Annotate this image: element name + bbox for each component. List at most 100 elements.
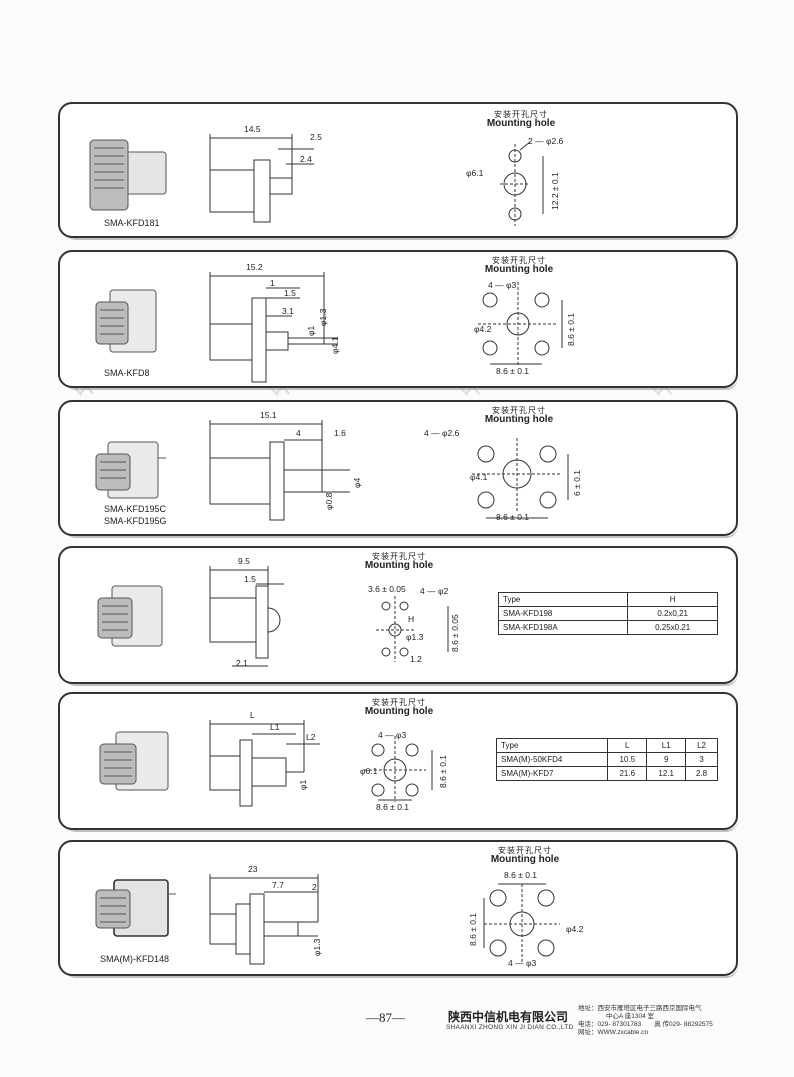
contact-info: 地址：西安市雁塔区电子三路西京国际电气 中心A 座1304 室 电话：029- … [578, 1005, 713, 1037]
company-name: 陕西中信机电有限公司 [448, 1010, 569, 1024]
hole-label: 4 — φ3 [488, 280, 517, 290]
hole-label: φ4.1 [470, 472, 488, 482]
mounting-hole-title: 安装开孔尺寸 Mounting hole [484, 406, 554, 425]
hole-label: 8.6 ± 0.1 [496, 366, 530, 376]
table-cell: 10.5 [607, 752, 648, 767]
spec-table: Type H SMA-KFD198 0.2x0,21 SMA-KFD198A 0… [497, 592, 718, 635]
connector-drawing [95, 272, 563, 383]
table-cell: 0.25x0.21 [627, 620, 718, 635]
model-label: SMA-KFD8 [104, 368, 150, 378]
hole-label: φ6.1 [466, 168, 484, 178]
dimension-label: φ1 [306, 325, 316, 336]
page-number: —87— [366, 1010, 405, 1025]
dimension-label: 4 [296, 428, 301, 438]
hole-label: 1.2 [410, 654, 422, 664]
hole-label: H [408, 614, 415, 624]
hole-label: 8.6 ± 0.1 [504, 870, 538, 880]
address-line: 地址：西安市雁塔区电子三路西京国际电气 [578, 1005, 702, 1012]
model-label: SMA-KFD195C [104, 504, 167, 514]
table-cell: 21.6 [607, 766, 648, 781]
dimension-label: 2.5 [310, 132, 322, 142]
dimension-label: 14.5 [244, 124, 261, 134]
dimension-label: L [250, 710, 255, 720]
dimension-label: 7.7 [272, 880, 284, 890]
hole-label: φ4.2 [566, 924, 584, 934]
dimension-label: φ0.8 [324, 492, 334, 510]
hole-label: 8.6 ± 0.1 [438, 754, 448, 788]
product-panel-kfd198: 9.5 1.5 2.1 安装开孔尺寸 Mounting hole 3.6 ± 0… [58, 546, 738, 684]
dimension-label: 2.1 [236, 658, 248, 668]
dimension-label: φ1.3 [312, 938, 322, 956]
hole-label: φ1.3 [406, 632, 424, 642]
dimension-label: 15.1 [260, 410, 277, 420]
model-label: SMA(M)-KFD148 [100, 954, 170, 964]
dimension-label: φ1.3 [318, 308, 328, 326]
table-cell: SMA-KFD198 [497, 606, 629, 621]
connector-drawing [89, 134, 544, 226]
table-header-row: Type H [497, 592, 718, 607]
mounting-hole-title: 安装开孔尺寸 Mounting hole [484, 256, 554, 275]
hole-label: 4 — φ3 [378, 730, 407, 740]
hole-label: 2 — φ2.6 [528, 136, 564, 146]
dimension-label: φ1 [298, 779, 308, 790]
dimension-label: 9.5 [238, 556, 250, 566]
hole-label: 8.6 ± 0.05 [450, 614, 460, 652]
connector-drawing [99, 720, 433, 807]
dimension-label: 1.5 [244, 574, 256, 584]
company-name-en: SHAANXI ZHONG XIN JI DIAN CO.,LTD [446, 1024, 574, 1031]
product-panel-kfd8: SMA-KFD8 15.2 1 1.5 3.1 φ1 φ1.3 φ4.1 安装开… [58, 250, 738, 388]
table-row: SMA-KFD198A 0.25x0.21 [497, 620, 718, 635]
table-cell: 12.1 [646, 766, 687, 781]
table-header-cell: Type [495, 738, 609, 753]
hole-label: 6 ± 0.1 [572, 470, 582, 496]
table-row: SMA-KFD198 0.2x0,21 [497, 606, 718, 621]
hole-label: 8.6 ± 0.1 [468, 912, 478, 946]
table-header-cell: L2 [685, 738, 718, 753]
table-cell: 0.2x0,21 [627, 606, 718, 621]
table-cell: SMA(M)-50KFD4 [495, 752, 609, 767]
connector-drawing [95, 420, 569, 521]
product-panel-kfd181: SMA-KFD181 14.5 2.5 2.4 安装开孔尺寸 Mounting … [58, 102, 738, 238]
dimension-label: φ4.1 [330, 336, 340, 354]
dimension-label: L2 [306, 732, 316, 742]
table-header-cell: L1 [646, 738, 687, 753]
mounting-hole-title: 安装开孔尺寸 Mounting hole [364, 552, 434, 571]
mounting-hole-title: 安装开孔尺寸 Mounting hole [486, 110, 556, 129]
address-line: 中心A 座1304 室 [606, 1013, 655, 1020]
model-label: SMA-KFD195G [104, 516, 167, 526]
product-panel-kfd148: SMA(M)-KFD148 23 7.7 2 φ1.3 安装开孔尺寸 Mount… [58, 840, 738, 976]
dimension-label: 1.6 [334, 428, 346, 438]
product-panel-kfd4-kfd7: L L1 L2 φ1 安装开孔尺寸 Mounting hole 4 — φ3 φ… [58, 692, 738, 830]
hole-label: 8.6 ± 0.1 [566, 312, 576, 346]
phone-line: 电话：029- 87301783 真 传029- 88292575 [578, 1021, 713, 1028]
table-header-cell: Type [497, 592, 629, 607]
hole-label: φ4.2 [474, 324, 492, 334]
hole-label: φ6.1 [360, 766, 378, 776]
dimension-label: 23 [248, 864, 258, 874]
dimension-label: L1 [270, 722, 280, 732]
dimension-label: φ4 [352, 477, 362, 488]
table-row: SMA(M)-KFD7 21.6 12.1 2.8 [495, 766, 718, 781]
hole-label: 4 — φ2 [420, 586, 449, 596]
hole-label: 4 — φ3 [508, 958, 537, 968]
table-header-cell: H [627, 592, 718, 607]
table-cell: SMA(M)-KFD7 [495, 766, 609, 781]
spec-table: Type L L1 L2 SMA(M)-50KFD4 10.5 9 3 SMA(… [495, 738, 718, 781]
dimension-label: 15.2 [246, 262, 263, 272]
hole-label: 4 — φ2.6 [424, 428, 460, 438]
dimension-label: 3.1 [282, 306, 294, 316]
dimension-label: 2 [312, 882, 317, 892]
table-cell: 9 [646, 752, 687, 767]
hole-label: 12.2 ± 0.1 [550, 172, 560, 210]
table-header-row: Type L L1 L2 [495, 738, 718, 753]
hole-label: 3.6 ± 0.05 [368, 584, 406, 594]
page-footer: —87— 陕西中信机电有限公司 SHAANXI ZHONG XIN JI DIA… [0, 1004, 794, 1044]
table-cell: 2.8 [685, 766, 718, 781]
connector-drawing [97, 566, 449, 667]
table-header-cell: L [607, 738, 648, 753]
table-cell: 3 [685, 752, 718, 767]
product-panel-kfd195: SMA-KFD195C SMA-KFD195G 15.1 4 1.6 φ4 φ0… [58, 400, 738, 536]
mounting-hole-title: 安装开孔尺寸 Mounting hole [364, 698, 434, 717]
dimension-label: 1 [270, 278, 275, 288]
website-line: 网址：WWW.zxcable.cn [578, 1029, 649, 1036]
